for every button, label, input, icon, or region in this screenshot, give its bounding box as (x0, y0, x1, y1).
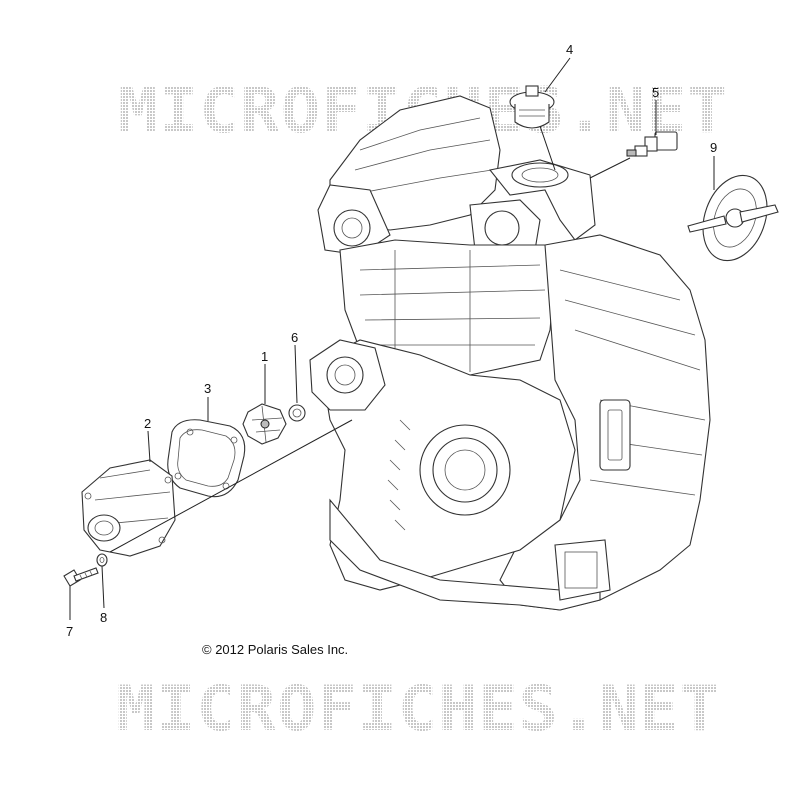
callout-9: 9 (710, 140, 717, 155)
callout-3: 3 (204, 381, 211, 396)
callout-4: 4 (566, 42, 573, 57)
temp-sensor-part (626, 131, 678, 157)
sensor-axis-line (589, 157, 631, 179)
thermostat-axis-line (539, 125, 556, 171)
callout-2: 2 (144, 416, 151, 431)
callout-1: 1 (261, 349, 268, 364)
watermark-bottom: MICROFICHES.NET (116, 672, 720, 745)
engine-block (309, 95, 711, 611)
pump-shaft-part (687, 174, 779, 262)
assembly-axis-line (109, 419, 353, 553)
callout-6: 6 (291, 330, 298, 345)
impeller-part (242, 403, 287, 445)
seal-part (288, 404, 306, 422)
leader-lines (69, 57, 715, 620)
callout-7: 7 (66, 624, 73, 639)
callout-8: 8 (100, 610, 107, 625)
pump-cover-part (81, 459, 176, 557)
thermostat-part (509, 85, 555, 129)
gasket-part (167, 419, 246, 498)
callout-5: 5 (652, 85, 659, 100)
washer-part (96, 553, 108, 567)
bolt-part (63, 567, 99, 587)
copyright-text: © 2012 Polaris Sales Inc. (202, 642, 348, 657)
